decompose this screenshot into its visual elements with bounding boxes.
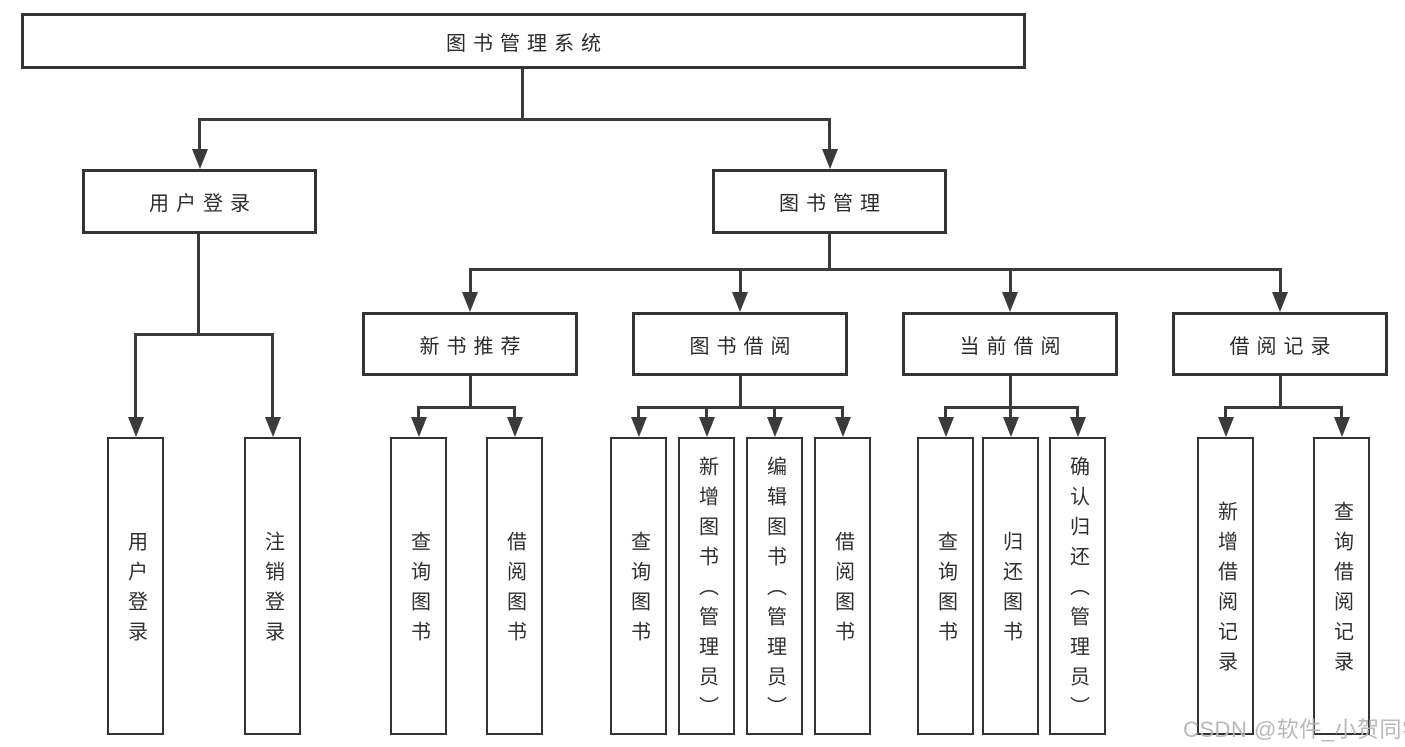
connector-line xyxy=(1008,376,1012,409)
watermark: CSDN @软件_小贺同学 xyxy=(1183,717,1405,742)
node-user-login-group: 用户登录 xyxy=(82,169,317,234)
arrow-down-icon xyxy=(1002,417,1019,437)
arrow-down-icon xyxy=(264,417,281,437)
node-book-management: 图书管理 xyxy=(712,169,947,234)
node-leaf-borrow-query-books: 查询图书 xyxy=(610,437,667,735)
connector-line xyxy=(637,406,844,409)
node-leaf-current-query-books: 查询图书 xyxy=(917,437,974,735)
connector-line xyxy=(738,376,742,409)
arrow-down-icon xyxy=(191,149,208,169)
connector-line xyxy=(1008,271,1012,296)
arrow-down-icon xyxy=(766,417,783,437)
connector-line xyxy=(1224,409,1227,421)
leaf-label: 注销登录 xyxy=(261,531,284,651)
arrow-down-icon xyxy=(1002,292,1018,312)
node-current-borrow: 当前借阅 xyxy=(902,312,1118,376)
leaf-label: 查询图书 xyxy=(627,531,650,651)
node-book-borrow: 图书借阅 xyxy=(632,312,848,376)
node-leaf-user-login: 用户登录 xyxy=(107,437,164,735)
connector-line xyxy=(417,409,420,421)
node-new-book-recommend-label: 新书推荐 xyxy=(419,335,528,358)
connector-line xyxy=(944,409,947,421)
connector-line xyxy=(944,406,1079,409)
node-leaf-recommend-query-books: 查询图书 xyxy=(390,437,447,735)
arrow-down-icon xyxy=(1272,292,1288,312)
arrow-down-icon xyxy=(1217,417,1234,437)
node-borrow-records: 借阅记录 xyxy=(1172,312,1388,376)
leaf-label: 查询图书 xyxy=(934,531,957,651)
leaf-label: 查询借阅记录 xyxy=(1330,501,1353,681)
arrow-down-icon xyxy=(834,417,851,437)
arrow-down-icon xyxy=(1333,417,1350,437)
connector-line xyxy=(134,333,274,336)
connector-line xyxy=(417,406,516,409)
connector-line xyxy=(134,336,137,421)
connector-line xyxy=(468,376,472,409)
arrow-down-icon xyxy=(821,149,838,169)
node-root-label: 图书管理系统 xyxy=(446,32,608,55)
connector-line xyxy=(828,234,831,271)
connector-line xyxy=(738,271,742,296)
arrow-down-icon xyxy=(127,417,144,437)
leaf-label: 用户登录 xyxy=(124,531,147,651)
leaf-label: 归还图书 xyxy=(999,531,1022,651)
node-root-system: 图书管理系统 xyxy=(21,13,1026,69)
connector-line xyxy=(198,118,831,121)
node-leaf-confirm-return-admin: 确认归还（管理员） xyxy=(1049,437,1106,735)
connector-line xyxy=(198,121,201,153)
node-leaf-logout: 注销登录 xyxy=(244,437,301,735)
connector-line xyxy=(828,121,831,153)
node-borrow-records-label: 借阅记录 xyxy=(1229,335,1338,358)
node-leaf-edit-books-admin: 编辑图书（管理员） xyxy=(746,437,803,735)
node-book-borrow-label: 图书借阅 xyxy=(689,335,798,358)
connector-line xyxy=(271,336,274,421)
connector-line xyxy=(1278,271,1282,296)
leaf-label: 新增借阅记录 xyxy=(1214,501,1237,681)
connector-line xyxy=(513,409,516,421)
connector-line xyxy=(1009,409,1012,421)
leaf-label: 借阅图书 xyxy=(503,531,526,651)
node-leaf-recommend-borrow-books: 借阅图书 xyxy=(486,437,543,735)
leaf-label: 借阅图书 xyxy=(831,531,854,651)
connector-line xyxy=(468,268,1282,271)
arrow-down-icon xyxy=(1069,417,1086,437)
arrow-down-icon xyxy=(462,292,478,312)
connector-line xyxy=(773,409,776,421)
node-user-login-group-label: 用户登录 xyxy=(149,193,257,215)
leaf-label: 新增图书（管理员） xyxy=(695,456,718,726)
node-current-borrow-label: 当前借阅 xyxy=(959,335,1068,358)
node-leaf-add-books-admin: 新增图书（管理员） xyxy=(678,437,735,735)
connector-line xyxy=(637,409,640,421)
arrow-down-icon xyxy=(506,417,523,437)
connector-line xyxy=(1278,376,1282,409)
connector-line xyxy=(705,409,708,421)
arrow-down-icon xyxy=(732,292,748,312)
node-leaf-return-books: 归还图书 xyxy=(982,437,1039,735)
connector-line xyxy=(1224,406,1343,409)
connector-line xyxy=(1340,409,1343,421)
connector-line xyxy=(841,409,844,421)
leaf-label: 确认归还（管理员） xyxy=(1066,456,1089,726)
node-leaf-borrow-books: 借阅图书 xyxy=(814,437,871,735)
node-book-management-label: 图书管理 xyxy=(779,193,887,215)
node-leaf-add-borrow-record: 新增借阅记录 xyxy=(1197,437,1254,735)
arrow-down-icon xyxy=(630,417,647,437)
connector-line xyxy=(1076,409,1079,421)
leaf-label: 编辑图书（管理员） xyxy=(763,456,786,726)
arrow-down-icon xyxy=(698,417,715,437)
connector-line xyxy=(196,234,200,336)
connector-line xyxy=(468,271,472,296)
node-new-book-recommend: 新书推荐 xyxy=(362,312,578,376)
leaf-label: 查询图书 xyxy=(407,531,430,651)
node-leaf-query-borrow-record: 查询借阅记录 xyxy=(1313,437,1370,735)
arrow-down-icon xyxy=(410,417,427,437)
arrow-down-icon xyxy=(937,417,954,437)
connector-line xyxy=(520,69,524,121)
